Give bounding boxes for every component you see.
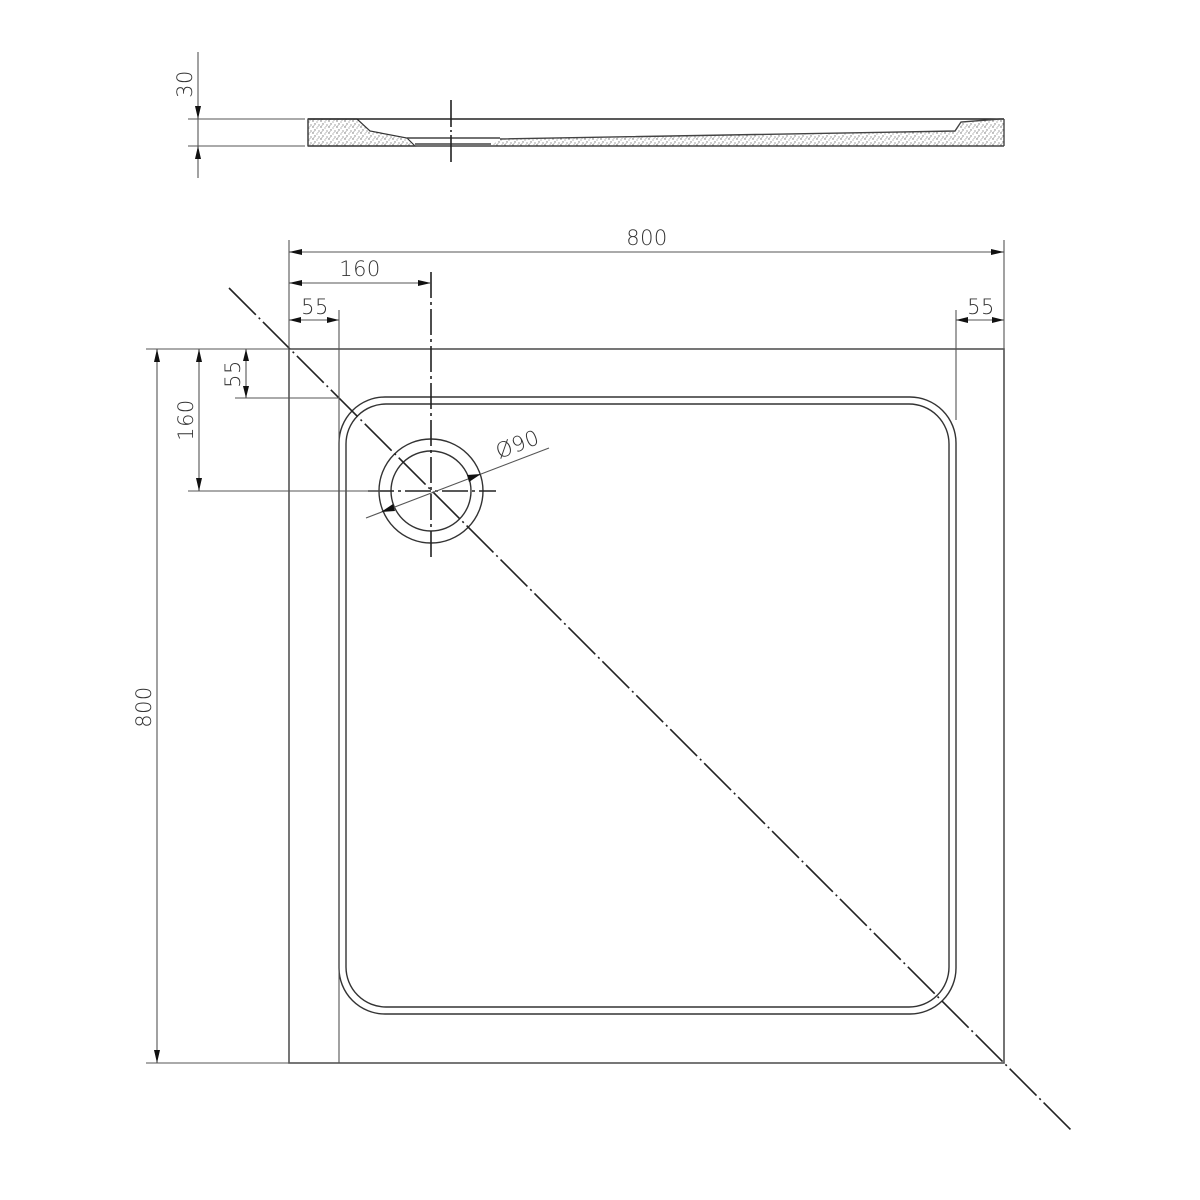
left-rim-label: 55: [301, 295, 329, 319]
top-view: Ø90 800 160 55 55 55: [132, 226, 1072, 1131]
arrow-down-icon: [243, 386, 249, 398]
basin-inner-edge: [345, 403, 950, 1008]
diagonal-centerline: [228, 287, 1072, 1131]
diameter-dimension-line: [365, 447, 550, 519]
drain-offset-x-label: 160: [339, 257, 381, 281]
arrow-right-icon: [991, 249, 1004, 255]
arrow-down-icon: [196, 478, 202, 491]
arrow-left-icon: [956, 317, 968, 323]
arrow-up-icon: [195, 146, 201, 159]
drain-offset-y-label: 160: [174, 399, 198, 441]
diameter-arrow-left-icon: [381, 504, 395, 512]
arrow-left-icon: [289, 280, 302, 286]
tray-profile-right-fill: [415, 119, 1004, 146]
right-rim-label: 55: [967, 295, 995, 319]
tray-profile-left-fill: [307, 118, 417, 147]
overall-height-label: 800: [132, 686, 156, 728]
arrow-up-icon: [154, 349, 160, 362]
arrow-down-icon: [195, 106, 201, 119]
diameter-arrow-right-icon: [467, 474, 481, 482]
arrow-right-icon: [418, 280, 431, 286]
arrow-left-icon: [289, 317, 301, 323]
arrow-right-icon: [327, 317, 339, 323]
drain-diameter-label: Ø90: [492, 425, 542, 463]
overall-width-label: 800: [626, 226, 668, 250]
arrow-left-icon: [289, 249, 302, 255]
side-view: 30: [173, 52, 1005, 178]
arrow-up-icon: [243, 349, 249, 361]
tray-surface-slope: [499, 118, 1001, 140]
arrow-down-icon: [154, 1050, 160, 1063]
top-rim-label: 55: [221, 360, 245, 388]
arrow-up-icon: [196, 349, 202, 362]
arrow-right-icon: [992, 317, 1004, 323]
side-height-label: 30: [173, 70, 197, 98]
